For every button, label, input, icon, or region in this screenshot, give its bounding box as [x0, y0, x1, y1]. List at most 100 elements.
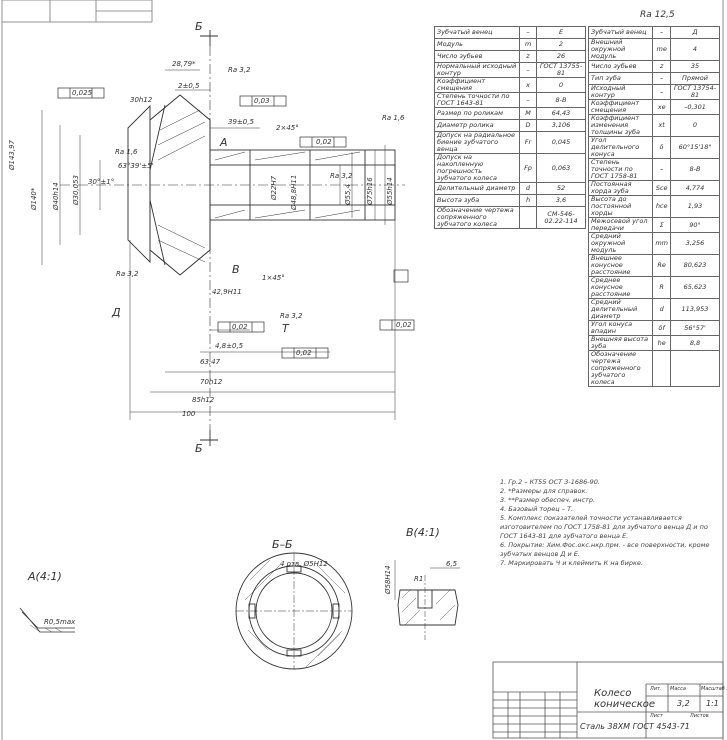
- param-value: 80,623: [670, 254, 720, 277]
- param-value: –0,301: [670, 99, 720, 115]
- label-a: A: [220, 136, 228, 149]
- part-name: Колесо коническое: [594, 688, 656, 710]
- param-name: Средний делительный диаметр: [587, 298, 654, 321]
- note-3: 3. **Размер обеспеч. инстр.: [500, 496, 596, 504]
- param-symbol: Fr: [519, 131, 537, 154]
- param-value: 4: [670, 38, 720, 61]
- param-name: Число зубьев: [587, 60, 654, 73]
- dim-d32: 100: [182, 410, 196, 418]
- param-symbol: Re: [652, 254, 671, 277]
- dim-d16: Ø40h14: [52, 182, 60, 210]
- param-name: Зубчатый венец: [587, 26, 654, 39]
- param-value: Д: [670, 26, 720, 39]
- param-value: 0,063: [536, 153, 586, 183]
- param-value: Е: [536, 26, 586, 39]
- dim-d30: 70h12: [200, 378, 223, 386]
- dim-d33: 0,02: [396, 321, 412, 329]
- dim-d1: 28,79*: [172, 60, 196, 68]
- param-symbol: h: [519, 194, 537, 207]
- param-symbol: z: [519, 50, 537, 63]
- param-name: Диаметр ролика: [434, 119, 520, 132]
- param-symbol: m: [519, 38, 537, 51]
- param-value: 1,93: [670, 195, 720, 218]
- dim-d31: 85h12: [192, 396, 215, 404]
- param-symbol: hce: [652, 195, 671, 218]
- dim-d28: 4,8±0,5: [215, 342, 244, 350]
- param-symbol: Fp: [519, 153, 537, 183]
- table-row: Обозначение чертежа сопряженного зубчато…: [434, 206, 586, 229]
- dim-d3: 2±0,5: [178, 82, 200, 90]
- param-name: Обозначение чертежа сопряженного зубчато…: [587, 350, 654, 387]
- param-name: Угол делительного конуса: [587, 136, 654, 159]
- param-name: Коэффициент смещения: [587, 99, 654, 115]
- dim-d39: R1: [414, 575, 424, 583]
- note-5: 5. Комплекс показателей точности устанав…: [500, 514, 708, 540]
- table-row: Нормальный исходный контур–ГОСТ 13755-81: [434, 62, 586, 78]
- dim-d23: Ø55h14: [386, 177, 394, 205]
- dim-d14: Ø143,97: [8, 139, 16, 170]
- param-value: 113,953: [670, 298, 720, 321]
- view-v-detail: [394, 560, 460, 640]
- dim-d22: Ø75h16: [366, 177, 374, 205]
- dim-d8: 63°39'±5': [118, 162, 154, 170]
- param-value: 3,256: [670, 232, 720, 255]
- dim-d36: 4 отв. Ø5Н12: [280, 560, 328, 568]
- dim-d37: R0,5max: [44, 618, 76, 626]
- section-label-top: Б: [195, 20, 203, 33]
- param-value: [670, 350, 720, 387]
- param-value: 4,774: [670, 180, 720, 196]
- param-name: Обозначение чертежа сопряженного зубчато…: [434, 206, 520, 229]
- param-symbol: mm: [652, 232, 671, 255]
- tb-sheet: Лист: [650, 713, 663, 719]
- dim-d40: 6,5: [446, 560, 458, 568]
- tb-scale-label: Масштаб: [701, 686, 725, 692]
- param-symbol: d: [652, 298, 671, 321]
- dim-d27: 0,02: [232, 323, 248, 331]
- table-row: Допуск на радиальное биение зубчатого ве…: [434, 131, 586, 154]
- param-value: 64,43: [536, 107, 586, 120]
- tb-mass-label: Масса: [670, 686, 686, 692]
- note-2: 2. *Размеры для справок.: [500, 487, 588, 495]
- table-row: Зубчатый венец–Е: [434, 26, 586, 39]
- roughness-general: Ra 12,5: [640, 10, 675, 20]
- table-row: Степень точности по ГОСТ 1758-81–8-В: [587, 158, 720, 181]
- param-value: 0: [670, 114, 720, 137]
- param-name: Размер по роликам: [434, 107, 520, 120]
- dim-d35: Ra 3,2: [280, 312, 303, 320]
- param-symbol: –: [652, 72, 671, 85]
- dim-d19: Ø22Н7: [270, 175, 278, 200]
- label-t: Т: [282, 322, 289, 335]
- param-symbol: R: [652, 276, 671, 299]
- dim-d20: Ø48,8H11: [290, 174, 298, 210]
- param-value: 52: [536, 182, 586, 195]
- param-name: Исходный контур: [587, 84, 654, 100]
- param-symbol: [652, 350, 671, 387]
- dim-d6: 30h12: [130, 96, 153, 104]
- table-row: Степень точности по ГОСТ 1643-81–8-В: [434, 92, 586, 108]
- param-name: Высота зуба: [434, 194, 520, 207]
- param-name: Коэффициент смещения: [434, 77, 520, 93]
- param-symbol: –: [652, 84, 671, 100]
- dim-d13: Ra 3,2: [330, 172, 353, 180]
- dim-d2: Ra 3,2: [228, 66, 251, 74]
- param-value: 60°15'18": [670, 136, 720, 159]
- table-row: Тип зуба–Прямой: [587, 72, 720, 85]
- param-symbol: D: [519, 119, 537, 132]
- dim-d34: 0,02: [296, 349, 312, 357]
- param-value: 2: [536, 38, 586, 51]
- param-value: 0: [536, 77, 586, 93]
- param-value: 35: [670, 60, 720, 73]
- param-symbol: d: [519, 182, 537, 195]
- param-name: Внешняя высота зуба: [587, 335, 654, 351]
- param-value: 65,623: [670, 276, 720, 299]
